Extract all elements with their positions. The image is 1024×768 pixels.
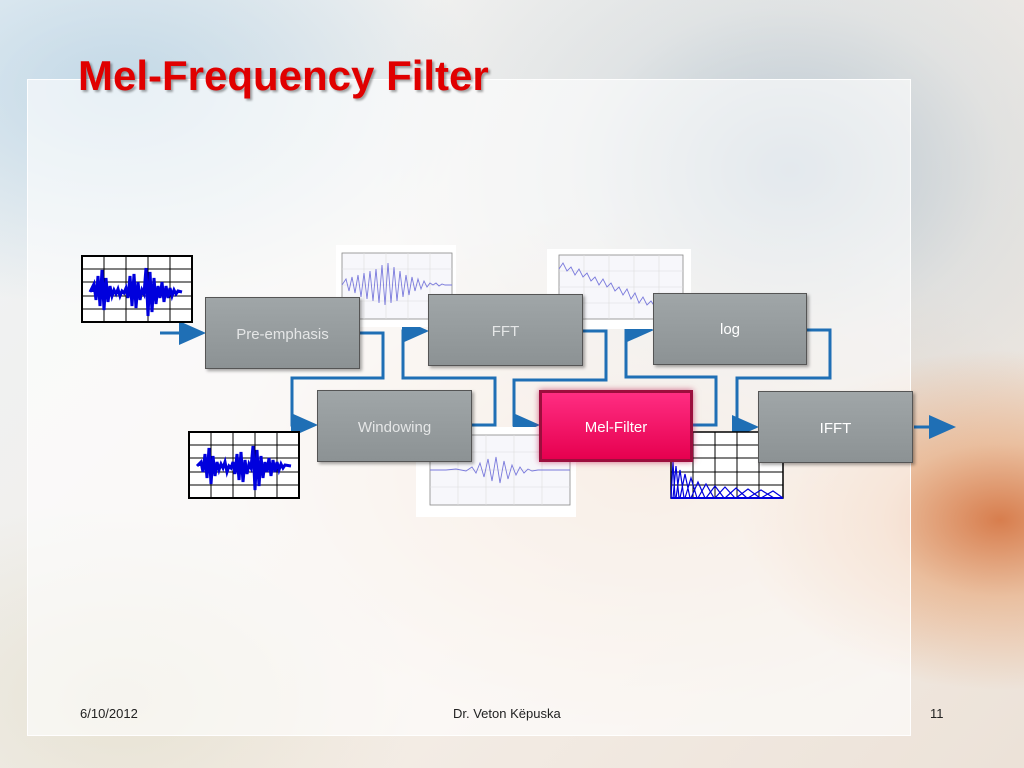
fft-block: FFT: [428, 294, 583, 366]
ifft-block: IFFT: [758, 391, 913, 463]
mel-filter-label: Mel-Filter: [584, 419, 648, 436]
ifft-label: IFFT: [819, 420, 852, 437]
log-label: log: [719, 321, 741, 338]
windowing-block: Windowing: [317, 390, 472, 462]
footer-date: 6/10/2012: [80, 706, 138, 721]
log-block: log: [653, 293, 807, 365]
arrow-fft-melfilter: [512, 329, 608, 437]
footer-author: Dr. Veton Këpuska: [453, 706, 561, 721]
arrow-melfilter-log: [624, 318, 718, 427]
fft-label: FFT: [491, 323, 520, 340]
arrow-windowing-fft: [401, 319, 497, 427]
windowing-label: Windowing: [357, 419, 432, 436]
preemphasis-block: Pre-emphasis: [205, 297, 360, 369]
arrow-preemphasis-windowing: [290, 331, 385, 437]
mel-filter-block: Mel-Filter: [539, 390, 693, 462]
arrow-log-ifft: [732, 328, 832, 439]
footer-page-number: 11: [930, 706, 944, 721]
preemphasis-label: Pre-emphasis: [236, 326, 329, 343]
slide-title: Mel-Frequency Filter: [78, 52, 489, 99]
